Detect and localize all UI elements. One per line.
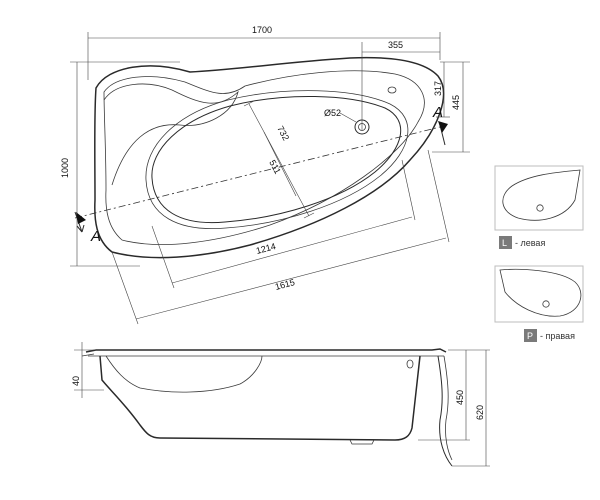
label-732: 732	[275, 124, 291, 142]
dim-1000: 1000	[60, 61, 180, 267]
outer-contour	[94, 56, 445, 259]
inner-basin	[151, 95, 402, 224]
legend-left-badge-text: L	[502, 238, 507, 248]
drain-leader	[339, 112, 357, 123]
label-drain: Ø52	[324, 108, 341, 118]
dim-355: 355	[362, 40, 440, 53]
inner-rim	[103, 70, 425, 245]
label-1615: 1615	[274, 277, 296, 292]
side-rim	[85, 348, 447, 353]
label-450: 450	[455, 390, 465, 405]
section-mark-right: A	[432, 104, 448, 146]
label-1700: 1700	[252, 25, 272, 35]
legend-left: L - левая	[494, 165, 584, 249]
dim-40: 40	[71, 342, 104, 398]
label-511: 511	[267, 158, 283, 175]
dim-1615: 1615	[111, 149, 450, 325]
dim-1700: 1700	[87, 25, 441, 80]
side-overflow	[406, 359, 414, 369]
section-mark-left: A	[74, 211, 101, 245]
side-inner	[105, 355, 263, 393]
legend-left-shape	[502, 169, 581, 221]
label-1000: 1000	[60, 158, 70, 178]
dim-450-620: 450 620	[418, 349, 490, 467]
side-leg	[437, 355, 453, 467]
label-445: 445	[451, 95, 461, 110]
center-axis	[74, 126, 441, 219]
side-outer	[99, 355, 421, 441]
legend-right-label: - правая	[540, 331, 575, 341]
legend-right-badge-text: P	[527, 331, 533, 341]
headrest	[103, 83, 239, 186]
overflow-hole	[387, 86, 397, 94]
top-view: Ø52	[74, 42, 445, 259]
dim-511: 511	[263, 131, 297, 197]
label-section-a-right: A	[432, 104, 443, 121]
legend-left-frame	[494, 165, 584, 231]
label-section-a-left: A	[90, 228, 101, 245]
label-40: 40	[71, 376, 81, 386]
inner-basin-offset	[145, 90, 409, 229]
label-317: 317	[433, 81, 443, 96]
legend-left-label: - левая	[515, 238, 545, 248]
legend-right: P - правая	[494, 265, 584, 342]
side-view	[81, 348, 453, 467]
label-355: 355	[388, 40, 403, 50]
dim-732: 732	[243, 100, 315, 219]
legend-right-badge	[524, 329, 537, 342]
legend-left-badge	[499, 236, 512, 249]
dim-317-445: 317 445	[432, 61, 470, 153]
label-620: 620	[475, 405, 485, 420]
legend-right-shape	[499, 268, 582, 317]
legend-right-frame	[494, 265, 584, 323]
